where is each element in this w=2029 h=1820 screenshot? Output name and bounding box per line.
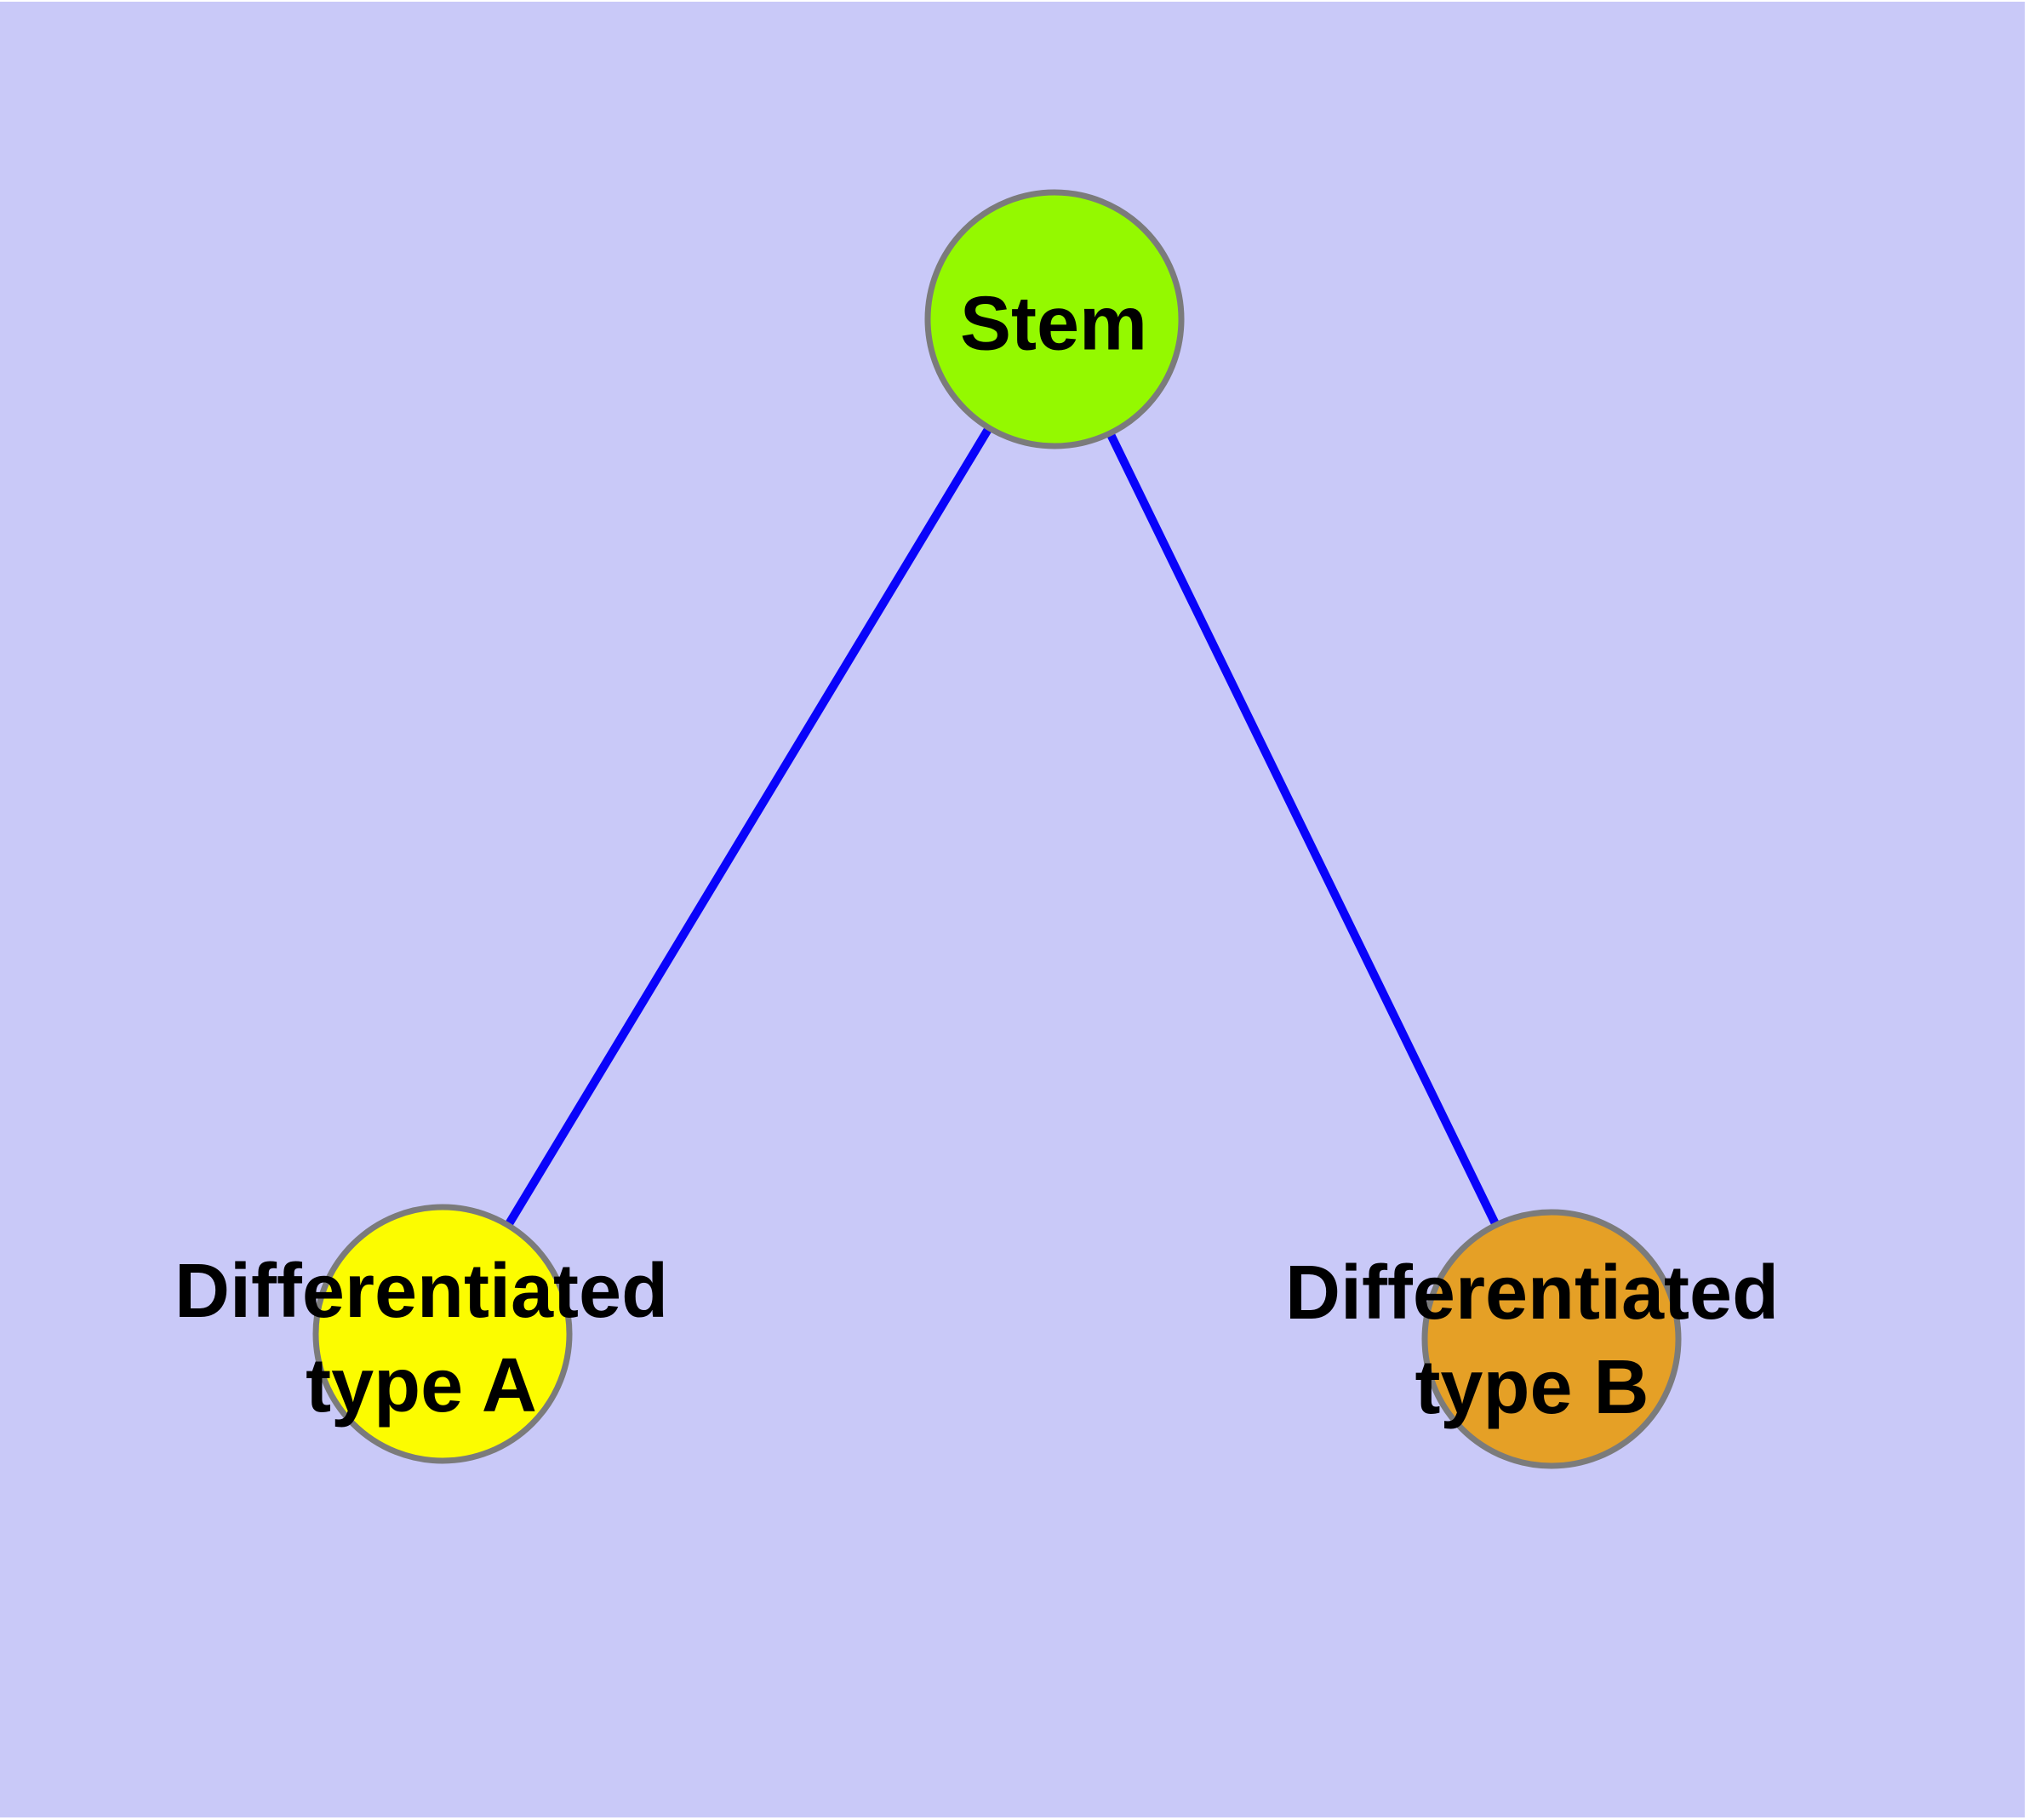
node-stem-label: Stem <box>960 278 1147 372</box>
node-type-b-circle <box>1421 1209 1682 1469</box>
node-type-a-label-line2: type A <box>306 1343 537 1428</box>
node-type-a-label: Differentiated type A <box>174 1245 668 1434</box>
edge-stem-to-type-b <box>1050 317 1556 1342</box>
node-type-a-circle <box>312 1204 573 1464</box>
node-stem-circle <box>924 189 1185 449</box>
node-type-b-label-line1: Differentiated <box>1284 1251 1780 1336</box>
node-type-b-label-line2: type B <box>1415 1345 1649 1430</box>
edge-stem-to-type-a <box>438 317 1059 1336</box>
node-type-b-label: Differentiated type B <box>1285 1246 1779 1435</box>
node-type-a-label-line1: Differentiated <box>174 1249 669 1334</box>
node-stem-label-text: Stem <box>959 281 1148 367</box>
